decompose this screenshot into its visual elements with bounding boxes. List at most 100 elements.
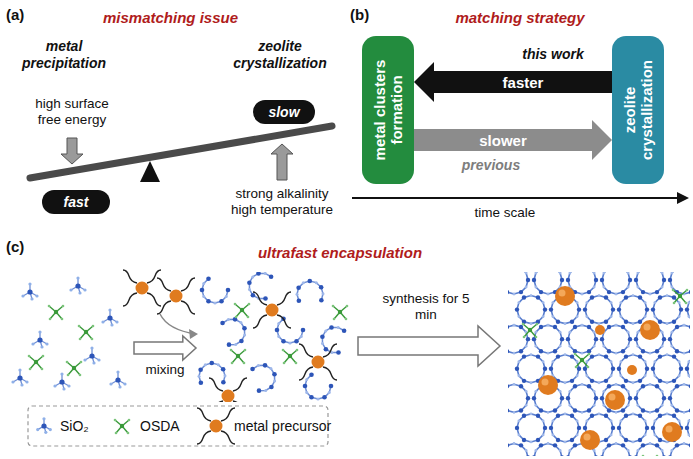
zeolite-framework-part [547,411,550,414]
zeolite-framework-part [641,443,645,447]
note: this work [498,46,608,63]
intermediate-part [248,303,251,306]
zeolite-framework-part [628,337,632,341]
zeolite-framework-part [641,290,645,294]
zeolite-framework-part [610,301,613,304]
reactants-part [76,276,79,279]
intermediate-part [244,349,247,352]
legend-box-part [221,431,235,444]
reactants-part [31,342,34,345]
zeolite-framework-part [689,384,690,388]
zeolite-framework-part [668,278,672,282]
zeolite-framework-part [522,323,525,326]
zeolite-framework-part [508,384,509,388]
zeolite-framework-part [564,413,567,416]
zeolite-framework-part [585,301,588,304]
zeolite-framework-part [661,286,664,289]
zeolite-framework-part [526,396,530,400]
intermediate-part [328,391,331,394]
zeolite-framework-part [636,449,639,452]
zeolite-framework-part [515,426,519,430]
reactants-part [62,305,65,308]
zeolite-framework-part [551,360,554,363]
intermediate-part [251,293,256,298]
reactants-part [92,361,95,364]
metal-precursor-part [157,278,171,291]
zeolite-framework-part [575,366,578,369]
seesaw-part [61,138,83,164]
legend-box-part [114,419,117,422]
intermediate-part [296,285,301,290]
panel-title: matching strategy [440,9,600,27]
node-text: zeolite crystallization [621,40,656,180]
zeolite-framework-part [607,384,611,388]
zeolite-framework-part [526,455,530,456]
reactants-part [66,361,69,364]
zeolite-framework-part [649,442,652,445]
metal-precursor-part [123,293,137,306]
reactants-part [92,325,95,328]
mixing-arrow [134,336,196,360]
intermediate-part [257,388,262,393]
zeolite-framework-part [568,390,571,393]
zeolite-framework-part [636,286,639,289]
zeolite-framework-part [583,307,587,311]
zeolite-framework-part [617,307,621,311]
zeolite-framework-part [566,455,570,456]
legend-box-part [41,423,46,428]
arrow-head [414,62,434,102]
zeolite-framework-part [522,379,526,383]
mixing-arrow-part [134,336,196,360]
zeolite-framework-part [573,443,577,447]
zeolite-framework-part [573,325,577,329]
intermediate [198,272,349,402]
zeolite-framework-part [610,434,613,437]
intermediate-part [221,380,226,385]
intermediate-part [204,363,207,366]
zeolite-framework-part [556,320,560,324]
zeolite-framework-part [679,367,683,371]
zeolite-framework-part [662,337,666,341]
zeolite-framework-part [534,449,537,452]
intermediate-part [275,328,280,333]
zeolite-framework-part [604,438,608,442]
zeolite-framework-part [628,455,632,456]
reactants-part [61,318,64,321]
reactants-part [49,318,52,321]
zeolite-framework-part [619,374,622,377]
reactants-part [109,382,112,385]
zeolite-framework-part [685,307,689,311]
reactants-part [48,305,51,308]
intermediate-part [206,299,211,304]
zeolite-framework-part [517,315,520,318]
zeolite-framework-part [675,408,679,412]
time-axis-part [352,197,680,199]
reactants-part [78,291,81,294]
zeolite-framework-part [585,296,613,324]
zeolite-framework-part [583,426,587,430]
zeolite-framework-part [661,404,664,407]
zeolite-framework-part [517,414,545,442]
intermediate-part [277,322,280,325]
zeolite-framework-part [590,320,594,324]
zeolite-framework-part [594,278,598,282]
zeolite-framework-part [559,390,562,393]
reactants-part [17,375,22,380]
reactants-part [28,355,31,358]
zeolite-framework-part [594,396,598,400]
zeolite-framework-part [638,295,642,299]
zeolite-framework-part [553,325,557,329]
zeolite-framework-part [600,278,604,282]
zeolite-framework-part [621,384,625,388]
intermediate-part [248,288,251,291]
zeolite-framework-part [525,449,528,452]
zeolite-framework-part [636,443,664,456]
zeolite-framework-part [611,367,615,371]
intermediate-part [206,276,211,281]
reactants-part [60,372,63,375]
zeolite-framework-part [641,349,645,353]
zeolite-framework-part [624,414,628,418]
zeolite-framework-part [542,360,545,363]
zeolite-framework-part [670,331,673,334]
zeolite-framework-part [587,325,591,329]
